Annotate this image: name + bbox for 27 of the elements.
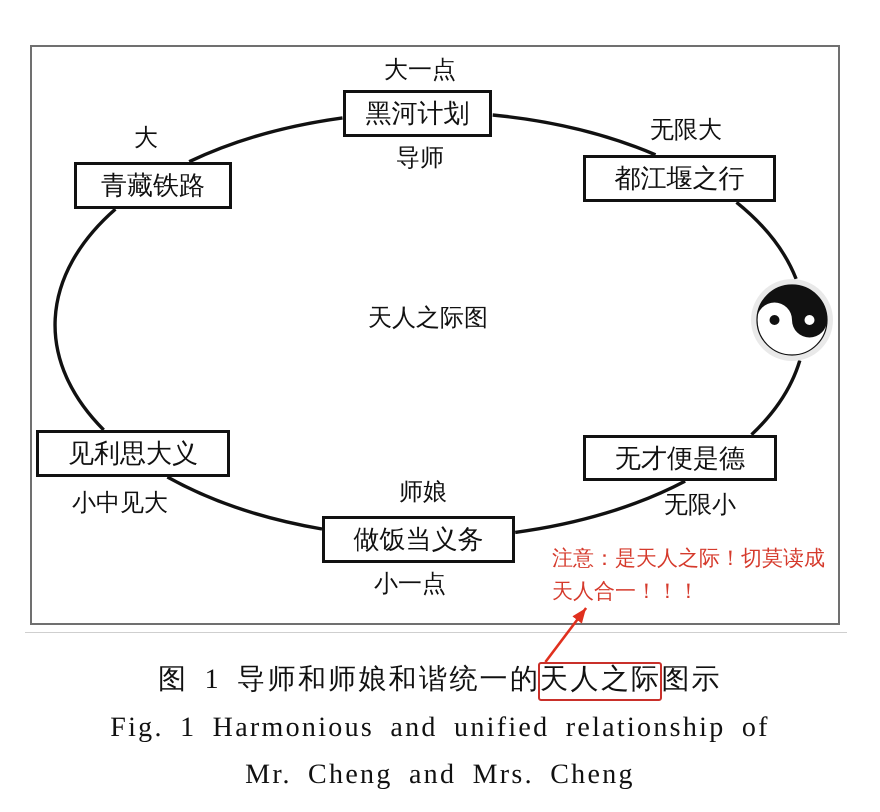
connector-line bbox=[188, 116, 343, 164]
side-label: 无限大 bbox=[650, 116, 722, 144]
label-box: 无才便是德 bbox=[583, 435, 777, 481]
connector-line bbox=[735, 201, 798, 280]
connector-line bbox=[54, 208, 117, 431]
label-box: 黑河计划 bbox=[343, 90, 492, 137]
side-label: 小中见大 bbox=[72, 488, 168, 518]
center-label: 天人之际图 bbox=[368, 304, 488, 332]
label-box: 青藏铁路 bbox=[74, 162, 232, 209]
side-label: 大一点 bbox=[384, 56, 456, 84]
connector-line bbox=[750, 360, 802, 436]
side-label: 大 bbox=[134, 124, 158, 152]
highlight-box bbox=[538, 662, 662, 701]
arrow bbox=[544, 607, 588, 663]
note-text: 注意：是天人之际！切莫读成天人合一！！！ bbox=[552, 542, 836, 608]
connector-line bbox=[514, 480, 686, 534]
side-label: 师娘 bbox=[399, 478, 447, 506]
yin-yang-symbol bbox=[751, 279, 833, 361]
figure-caption: 图 1 导师和师娘和谐统一的天人之际图示 Fig. 1 Harmonious and unified relationship of Mr. Cheng and Mrs. Cheng bbox=[109, 663, 771, 792]
label-box: 做饭当义务 bbox=[322, 516, 515, 563]
connector-line bbox=[492, 113, 656, 156]
side-label: 无限小 bbox=[664, 490, 736, 520]
label-box: 见利思大义 bbox=[36, 430, 230, 477]
connector-line bbox=[166, 475, 322, 531]
side-label: 小一点 bbox=[374, 570, 446, 598]
label-box: 都江堰之行 bbox=[583, 155, 776, 202]
side-label: 导师 bbox=[396, 144, 444, 172]
